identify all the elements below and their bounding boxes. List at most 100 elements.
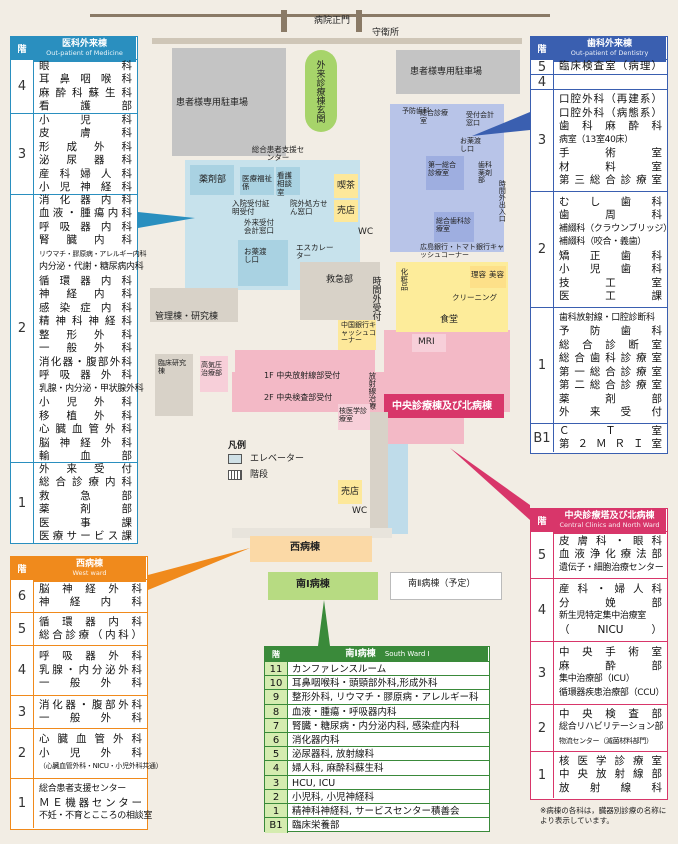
dental-central-label: 総合歯科診療室 (436, 217, 471, 233)
south2-map-label: 南Ⅱ病棟（予定） (408, 579, 476, 589)
central-department-label: 物流センター（滅菌材料部門） (559, 736, 653, 745)
shop-2-label: 売店 (341, 487, 360, 497)
central-floor-items: 中央手術室麻酔部集中治療部（ICU）循環器疾患治療部（CCU） (559, 642, 665, 704)
medicine-department-label: 眼科 (39, 59, 132, 72)
dentistry-department-label: 薬剤部 (559, 392, 662, 405)
beauty-room (488, 266, 506, 288)
west-floor-number: 2 (11, 729, 34, 778)
dentistry-floor-items: むし歯科歯周科補綴科（クラウンブリッジ）補綴科（咬合・義歯）矯正歯科小児歯科技工… (559, 192, 672, 307)
south-department-label: HCU, ICU (292, 777, 336, 789)
dentistry-floor-number: B1 (531, 424, 554, 452)
central-department-label: 産科・婦人科 (559, 583, 662, 595)
medicine-department-label: 外来受付 (39, 462, 132, 475)
hiroshima-bank-label: 広島銀行・トマト銀行キャッシュコーナー (420, 243, 504, 259)
central-panel-floor-header: 階 (531, 509, 554, 531)
west-panel-floor-header: 階 (11, 557, 34, 579)
shop-label: 売店 (337, 206, 356, 216)
dentistry-department-label: 第２ＭＲＩ室 (559, 438, 662, 450)
makeup-label: 化粧品 (399, 268, 409, 291)
central-callout (450, 448, 530, 520)
medicine-floor-number: 4 (11, 60, 34, 113)
west-panel-subtitle: West ward (72, 569, 107, 577)
west-department-label: 循環器内科 (39, 615, 142, 628)
west-department-label: 神経内科 (39, 596, 142, 608)
north-ward-annex (388, 444, 408, 534)
central-department-label: 放射線科 (559, 781, 662, 794)
west-floor-items: 脳神経外科神経内科 (39, 580, 142, 612)
central-department-label: 分娩部 (559, 596, 662, 609)
west-department-label: 呼吸器外科 (39, 650, 142, 663)
beauty-label: 美容 (489, 270, 504, 279)
medicine-floor-items: 眼科耳鼻咽喉科麻酔科蘇生科看護部 (39, 60, 132, 113)
central-reception-2f-label: 2F 中央検査部受付 (264, 393, 333, 402)
west-floor-number: 1 (11, 779, 34, 828)
escalator-label: エスカレーター (296, 243, 334, 261)
medicine-panel-header: 医科外来棟 Out-patient of Medicine (33, 37, 136, 62)
west-department-label: 小児外科 (39, 746, 142, 759)
dentistry-department-label: 歯科放射線・口腔診断科 (559, 312, 655, 323)
central-floor-items: 皮膚科・眼科血液浄化療法部遺伝子・細胞治療センター (559, 532, 664, 578)
central-floor-number: 5 (531, 532, 554, 578)
management-research-building (150, 288, 238, 322)
medicine-floor-items: 外来受付総合診療内科救急部薬剤部医事課医療サービス課 (39, 463, 132, 543)
central-building-label: 中央診療棟及び北病棟 (392, 401, 492, 412)
dentistry-department-label: 予防歯科 (559, 325, 662, 337)
nursing-consult-label: 看護相談室 (277, 171, 292, 197)
medicine-department-label: リウマチ・膠原病・アレルギー内科 (39, 249, 147, 258)
west-department-label: 一般外科 (39, 677, 142, 690)
south-department-label: 血液・腫瘍・呼吸器内科 (292, 706, 397, 718)
medicine-department-label: 神経内科 (39, 288, 132, 300)
parking-left (172, 48, 286, 156)
entrance-label: 外来診療棟玄関 (314, 60, 325, 123)
cafe-label: 喫茶 (337, 181, 356, 191)
main-corridor (370, 412, 388, 536)
medicine-department-label: 乳腺・内分泌・甲状腺外科 (39, 383, 144, 394)
medicine-department-label: 精神科神経科 (39, 315, 132, 327)
medicine-department-label: 感染症内科 (39, 301, 132, 314)
south-callout (318, 600, 330, 646)
medicine-department-label: 消化器・腹部外科 (39, 355, 132, 368)
elevator-legend-icon (228, 454, 242, 464)
south-floor-number: 9 (265, 690, 288, 706)
south-panel-subtitle: South Ward Ⅰ (384, 650, 430, 658)
cafe-room (334, 174, 358, 198)
clinical-research-building (155, 354, 193, 416)
management-research-label: 管理棟・研究棟 (155, 312, 219, 322)
west-ward-map-label: 西病棟 (290, 542, 320, 553)
medicine-department-label: 泌尿器科 (39, 154, 132, 166)
main-gate-wall (90, 14, 550, 17)
pharmacy-label: 薬剤部 (199, 175, 227, 185)
south-department-label: 臨床栄養部 (292, 820, 340, 832)
dentistry-floor-number: 2 (531, 192, 554, 307)
medicine-department-label: 小児神経科 (39, 181, 132, 193)
dental-clinic1-room (426, 156, 464, 190)
legend-title: 凡例 (228, 441, 247, 451)
emergency-label: 救急部 (326, 275, 354, 285)
mri-label: MRI (418, 337, 435, 347)
medicine-department-label: 呼吸器内科 (39, 220, 132, 233)
guard-label: 守衛所 (372, 28, 400, 38)
south-floor-number: 11 (265, 662, 288, 677)
bank-corner-label: 中国銀行キャッシュコーナー (341, 321, 376, 345)
west-department-label: 総合患者支援センター (39, 784, 127, 795)
dentistry-panel-title: 歯科外来棟 (586, 39, 632, 49)
south-panel-title: 南Ⅰ病棟 (345, 649, 376, 659)
west-floor-items: 循環器内科総合診療（内科） (39, 613, 142, 645)
dental-reception-label: 受付会計窓口 (466, 111, 494, 127)
south-floor-number: 2 (265, 789, 288, 805)
central-floor-items: 中央検査部総合リハビリテーション部物流センター（滅菌材料部門） (559, 705, 664, 751)
dentistry-panel-floor-header: 階 (531, 37, 554, 59)
central-panel-title: 中央診療塔及び北病棟 (564, 511, 655, 521)
medicine-floor-number: 3 (11, 114, 34, 194)
dentistry-department-label: 口腔外科（再建系） (559, 93, 662, 106)
